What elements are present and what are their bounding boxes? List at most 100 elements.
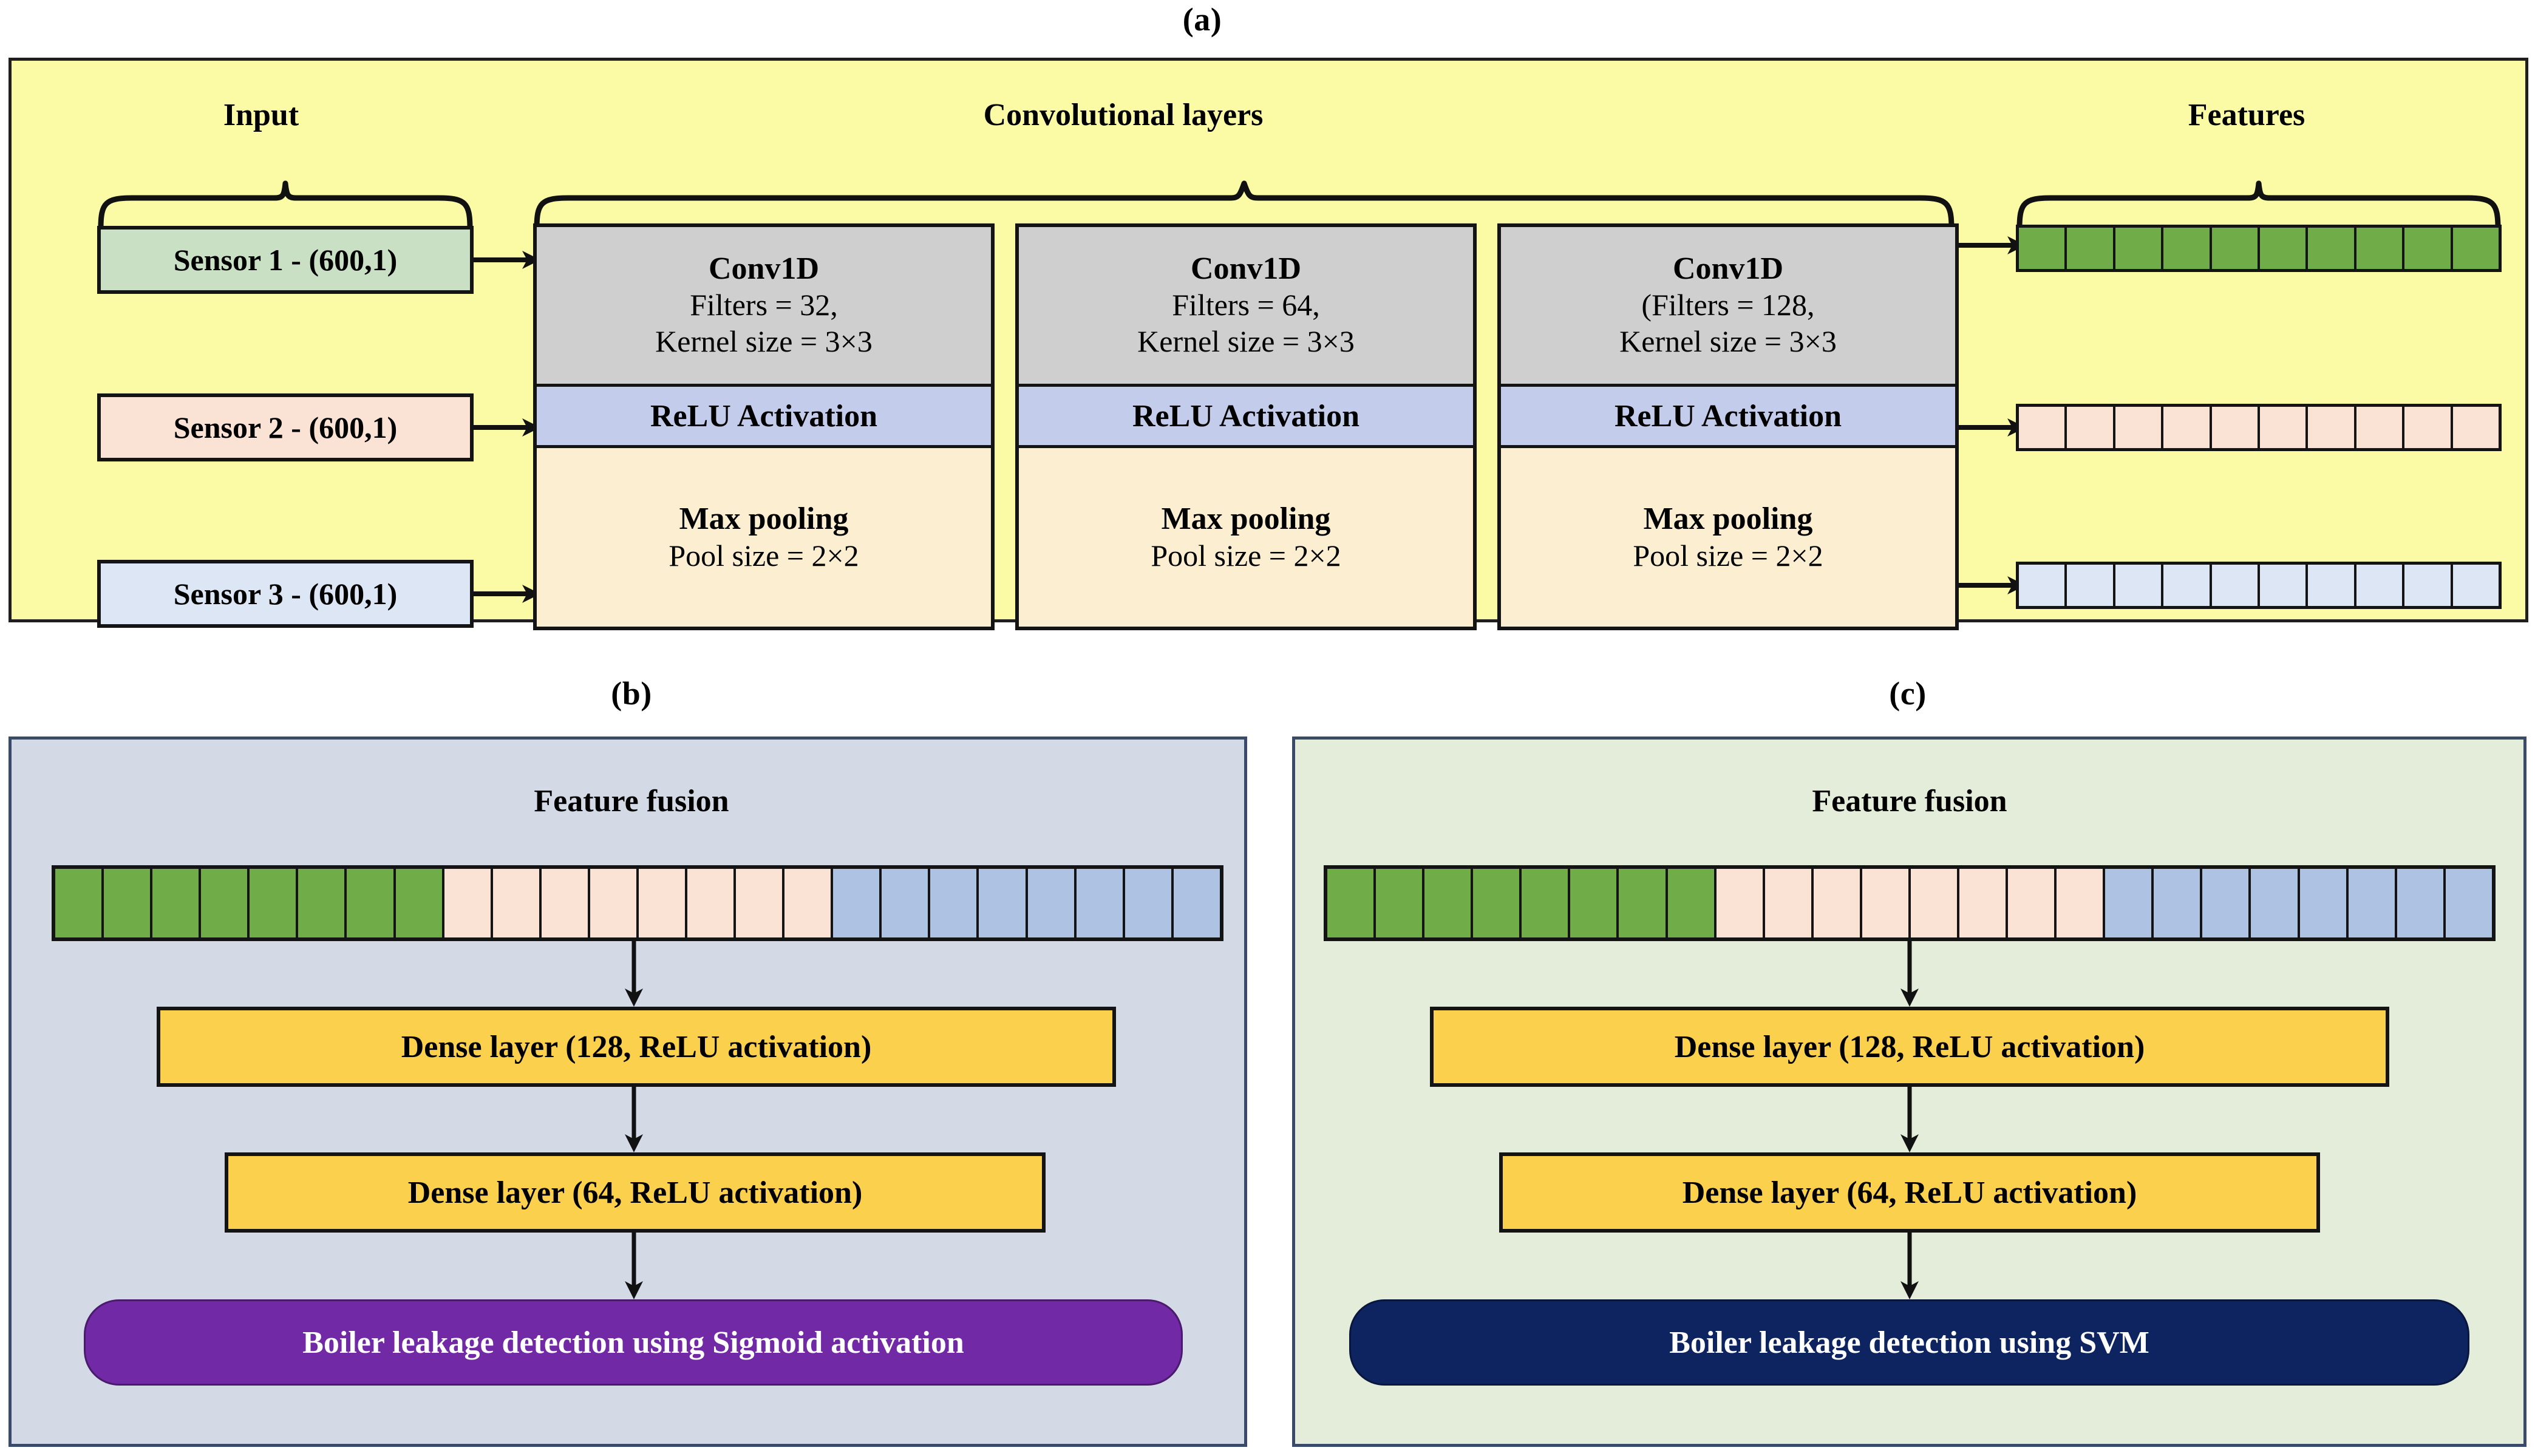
conv-block-1-title: Conv1D	[708, 251, 820, 286]
conv-block-2-kernel: Kernel size = 3×3	[1137, 324, 1355, 359]
feature-cell	[2115, 565, 2164, 606]
conv-block-3-pool-size: Pool size = 2×2	[1633, 538, 1823, 573]
feature-cell	[2067, 228, 2115, 269]
fusion-cell	[55, 869, 104, 937]
conv-block-2[interactable]: Conv1D Filters = 64, Kernel size = 3×3 R…	[1015, 223, 1477, 630]
fusion-cell	[1570, 869, 1619, 937]
panel-b-fusion-title: Feature fusion	[534, 784, 729, 818]
feature-cell	[2260, 407, 2309, 448]
fusion-cell	[104, 869, 153, 937]
fusion-cell	[1862, 869, 1911, 937]
feature-cell	[2260, 228, 2309, 269]
feature-cell	[2211, 407, 2261, 448]
conv-block-3-filters: (Filters = 128,	[1641, 288, 1815, 322]
fusion-cell	[1959, 869, 2009, 937]
arrow-b-fusion-to-dense1	[619, 941, 648, 1007]
brace-convolutional-layers	[533, 180, 1955, 231]
conv-block-1-activation: ReLU Activation	[537, 387, 991, 448]
fusion-cell	[2445, 869, 2492, 937]
feature-cell	[2211, 228, 2261, 269]
conv-block-1[interactable]: Conv1D Filters = 32, Kernel size = 3×3 R…	[533, 223, 995, 630]
feature-cell	[2163, 228, 2212, 269]
feature-cell	[2356, 565, 2405, 606]
arrow-sensor2-to-conv	[474, 413, 540, 442]
feature-cell	[2452, 407, 2499, 448]
feature-cell	[2019, 565, 2067, 606]
fusion-cell	[347, 869, 396, 937]
fusion-cell	[1667, 869, 1717, 937]
sensor-box-1[interactable]: Sensor 1 - (600,1)	[97, 226, 474, 294]
fusion-cell	[395, 869, 444, 937]
conv-block-2-activation: ReLU Activation	[1019, 387, 1473, 448]
fusion-cell	[201, 869, 250, 937]
fusion-cell	[1173, 869, 1220, 937]
fusion-cell	[2057, 869, 2106, 937]
fusion-cell	[1619, 869, 1668, 937]
panel-c-dense-layer-1[interactable]: Dense layer (128, ReLU activation)	[1430, 1007, 2389, 1087]
conv-block-3-title: Conv1D	[1672, 251, 1784, 286]
fusion-cell	[1716, 869, 1765, 937]
fusion-cell	[590, 869, 639, 937]
fusion-cell	[298, 869, 347, 937]
feature-cell	[2067, 407, 2115, 448]
conv-block-3-activation: ReLU Activation	[1501, 387, 1955, 448]
conv-block-1-filters: Filters = 32,	[690, 288, 838, 322]
panel-c-fusion-bar	[1324, 865, 2496, 941]
feature-cell	[2115, 228, 2164, 269]
panel-b-output-pill[interactable]: Boiler leakage detection using Sigmoid a…	[84, 1299, 1183, 1386]
conv-block-3-pool-title: Max pooling	[1643, 502, 1813, 537]
arrow-sensor1-to-conv	[474, 245, 540, 274]
panel-c-caption: (c)	[1889, 675, 1927, 712]
fusion-cell	[833, 869, 882, 937]
arrow-c-dense1-to-dense2	[1895, 1087, 1924, 1152]
feature-strip-sensor2	[2016, 404, 2502, 451]
panel-b-dense-layer-2[interactable]: Dense layer (64, ReLU activation)	[225, 1152, 1046, 1233]
fusion-cell	[979, 869, 1028, 937]
fusion-cell	[2397, 869, 2446, 937]
feature-cell	[2308, 407, 2356, 448]
fusion-cell	[444, 869, 493, 937]
conv-block-3[interactable]: Conv1D (Filters = 128, Kernel size = 3×3…	[1497, 223, 1959, 630]
feature-cell	[2019, 407, 2067, 448]
fusion-cell	[2105, 869, 2154, 937]
arrow-c-dense2-to-output	[1895, 1233, 1924, 1299]
conv-block-3-kernel: Kernel size = 3×3	[1619, 324, 1837, 359]
feature-cell	[2356, 228, 2405, 269]
feature-cell	[2452, 565, 2499, 606]
feature-cell	[2067, 565, 2115, 606]
panel-b-fusion-bar	[52, 865, 1223, 941]
fusion-cell	[1522, 869, 1571, 937]
fusion-cell	[784, 869, 834, 937]
conv-block-3-pooling: Max pooling Pool size = 2×2	[1501, 448, 1955, 627]
fusion-cell	[2202, 869, 2251, 937]
feature-cell	[2115, 407, 2164, 448]
fusion-cell	[1076, 869, 1125, 937]
fusion-cell	[1424, 869, 1474, 937]
feature-cell	[2163, 407, 2212, 448]
conv-block-2-conv1d: Conv1D Filters = 64, Kernel size = 3×3	[1019, 227, 1473, 387]
panel-c-dense-layer-2[interactable]: Dense layer (64, ReLU activation)	[1499, 1152, 2320, 1233]
conv-block-1-kernel: Kernel size = 3×3	[655, 324, 873, 359]
panel-b-caption: (b)	[611, 675, 652, 712]
fusion-cell	[930, 869, 979, 937]
feature-cell	[2308, 565, 2356, 606]
feature-cell	[2163, 565, 2212, 606]
fusion-cell	[736, 869, 785, 937]
panel-c-output-pill[interactable]: Boiler leakage detection using SVM	[1349, 1299, 2469, 1386]
feature-cell	[2211, 565, 2261, 606]
fusion-cell	[1376, 869, 1425, 937]
panel-b-dense-layer-1[interactable]: Dense layer (128, ReLU activation)	[157, 1007, 1116, 1087]
panel-a-caption: (a)	[1182, 1, 1222, 38]
conv-block-2-pool-title: Max pooling	[1161, 502, 1331, 537]
fusion-cell	[2154, 869, 2203, 937]
fusion-cell	[1327, 869, 1376, 937]
fusion-cell	[152, 869, 202, 937]
fusion-cell	[1473, 869, 1522, 937]
sensor-box-3[interactable]: Sensor 3 - (600,1)	[97, 560, 474, 628]
feature-strip-sensor1	[2016, 225, 2502, 272]
conv-block-2-title: Conv1D	[1190, 251, 1302, 286]
feature-strip-sensor3	[2016, 562, 2502, 609]
feature-cell	[2404, 407, 2453, 448]
sensor-box-2[interactable]: Sensor 2 - (600,1)	[97, 393, 474, 461]
fusion-cell	[2251, 869, 2300, 937]
